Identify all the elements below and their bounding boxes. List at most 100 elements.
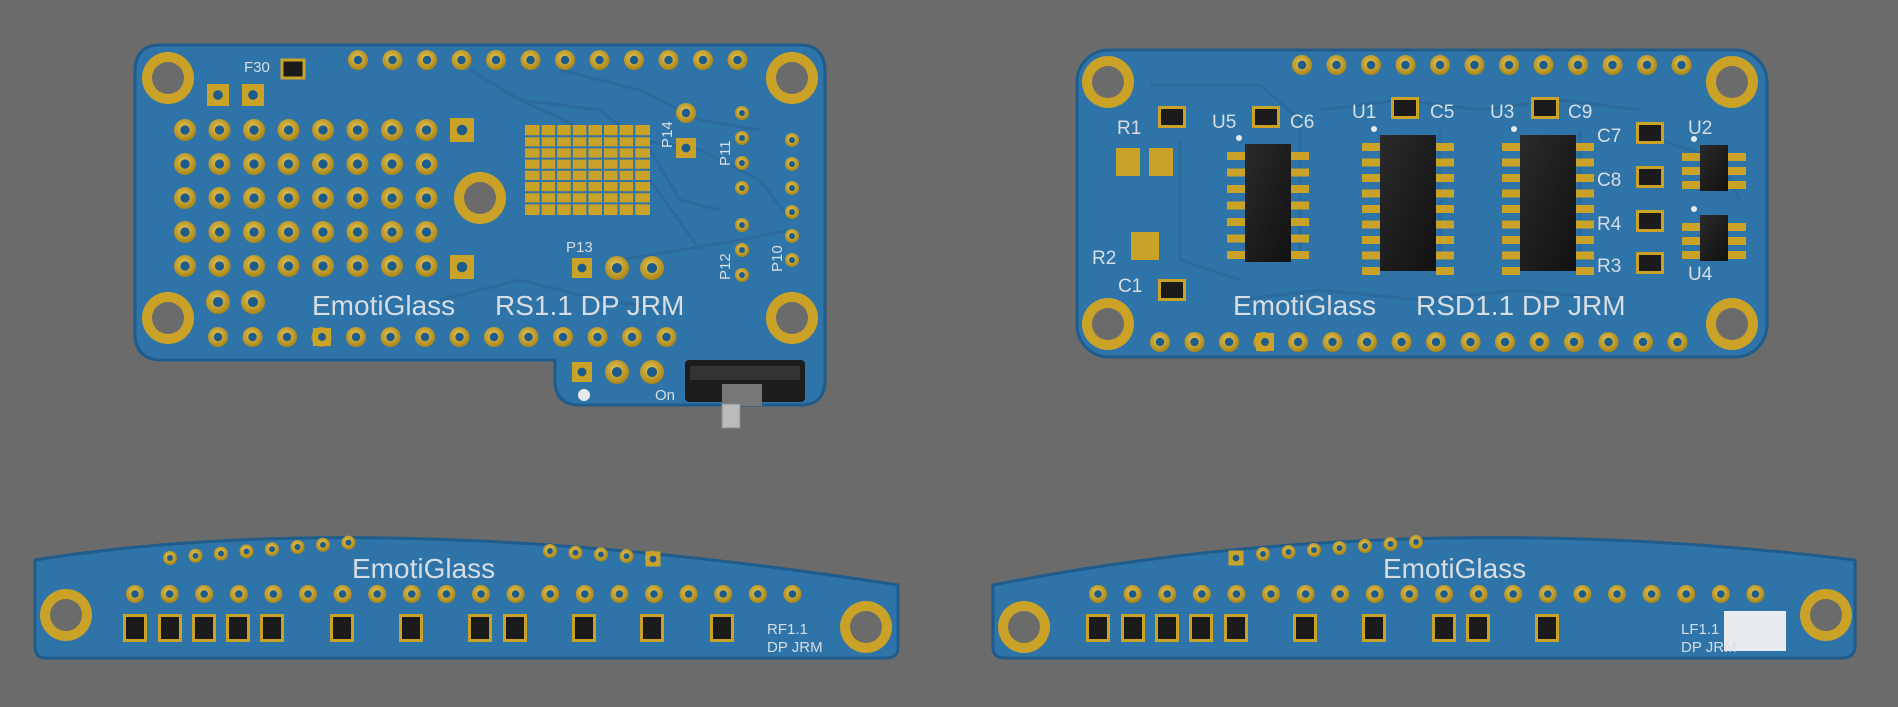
- via-hole: [1260, 551, 1266, 557]
- rsd-c9-component: [1534, 100, 1556, 116]
- via-hole: [789, 185, 795, 191]
- via-hole: [249, 227, 259, 237]
- mount-hole: [152, 62, 184, 94]
- via-hole: [1535, 337, 1544, 347]
- via-hole: [408, 590, 416, 598]
- via-hole: [1198, 590, 1206, 598]
- ic-pin1-marker: [1236, 135, 1242, 141]
- ic-pin: [1728, 153, 1746, 161]
- via-hole: [353, 55, 363, 65]
- ic-pin: [1362, 143, 1380, 151]
- rsd-label-r4: R4: [1597, 214, 1622, 235]
- via-hole: [615, 590, 624, 598]
- via-hole: [662, 332, 671, 342]
- ic-pin: [1291, 234, 1309, 243]
- via-hole: [789, 209, 795, 215]
- lf-led-component: [1192, 617, 1210, 639]
- via-hole: [598, 551, 604, 558]
- mount-hole: [152, 302, 184, 334]
- ic-pin: [1576, 236, 1594, 244]
- rsd-c7-component: [1639, 125, 1661, 141]
- via-hole: [491, 55, 501, 65]
- via-hole: [318, 333, 326, 341]
- via-hole: [623, 553, 630, 560]
- via-hole: [1504, 60, 1514, 70]
- rs-slide-switch[interactable]: [685, 360, 805, 429]
- rsd-u3-chip: [1520, 135, 1576, 271]
- via-hole: [351, 332, 361, 342]
- via-hole: [1332, 60, 1341, 70]
- via-hole: [388, 55, 397, 65]
- via-hole: [511, 590, 520, 598]
- via-hole: [526, 55, 535, 65]
- via-hole: [754, 590, 762, 598]
- via-hole: [304, 590, 312, 598]
- via-hole: [1362, 543, 1368, 549]
- rs-pin1-dot: [578, 389, 590, 401]
- ic-pin: [1227, 234, 1245, 243]
- ic-pin: [1436, 236, 1454, 244]
- via-hole: [180, 227, 190, 237]
- rf-brand: EmotiGlass: [352, 553, 495, 584]
- rf-board-outline: [33, 536, 900, 660]
- via-hole: [547, 548, 553, 554]
- via-hole: [1155, 337, 1165, 347]
- via-hole: [243, 548, 250, 555]
- via-hole: [681, 108, 691, 118]
- via-hole: [213, 90, 223, 100]
- rsd-r4-component: [1639, 213, 1661, 229]
- via-hole: [442, 590, 451, 598]
- mount-hole: [464, 182, 496, 214]
- via-hole: [719, 590, 727, 598]
- mount-hole: [1716, 66, 1748, 98]
- via-hole: [318, 159, 328, 169]
- rf-led-component: [126, 617, 144, 639]
- ic-pin: [1291, 251, 1309, 259]
- via-hole: [1677, 60, 1686, 70]
- rs-label-p14: P14: [659, 121, 676, 148]
- rsd-label-c7: C7: [1597, 126, 1621, 147]
- ic-pin: [1362, 205, 1380, 213]
- via-hole: [789, 161, 795, 167]
- via-hole: [421, 125, 432, 135]
- rsd-label-c1: C1: [1118, 276, 1142, 297]
- rsd-label-r3: R3: [1597, 256, 1621, 277]
- ic-pin: [1576, 205, 1594, 213]
- rs-label-p10: P10: [769, 245, 786, 272]
- lf-version-line2: DP JRM: [1681, 639, 1737, 656]
- ic-pin1-marker: [1371, 126, 1377, 132]
- ic-pin: [1436, 189, 1454, 198]
- via-hole: [524, 332, 533, 342]
- via-hole: [1311, 547, 1317, 553]
- lf-led-component: [1089, 617, 1107, 639]
- via-hole: [684, 590, 693, 598]
- rsd-label-c8: C8: [1597, 170, 1621, 191]
- via-hole: [320, 541, 326, 548]
- ic-pin: [1436, 220, 1454, 229]
- rsd-r1-pad: [1149, 148, 1173, 176]
- ic-pin: [1576, 220, 1594, 229]
- via-hole: [788, 590, 797, 598]
- rsd-label-u1: U1: [1352, 102, 1376, 123]
- via-hole: [1539, 60, 1548, 70]
- via-hole: [373, 590, 381, 598]
- lf-led-component: [1365, 617, 1383, 639]
- via-hole: [455, 332, 464, 342]
- rsd-r1-pad: [1116, 148, 1140, 176]
- via-hole: [489, 332, 499, 342]
- via-hole: [664, 55, 673, 65]
- via-hole: [1509, 590, 1517, 598]
- via-hole: [1094, 590, 1102, 598]
- via-hole: [1466, 337, 1475, 347]
- via-hole: [269, 546, 275, 553]
- ic-pin: [1502, 267, 1520, 275]
- lf-led-component: [1435, 617, 1453, 639]
- via-hole: [338, 590, 347, 598]
- via-hole: [180, 159, 190, 169]
- via-hole: [318, 261, 328, 271]
- ic-pin: [1576, 189, 1594, 198]
- via-hole: [387, 227, 397, 237]
- via-hole: [1647, 590, 1656, 598]
- via-hole: [739, 185, 745, 191]
